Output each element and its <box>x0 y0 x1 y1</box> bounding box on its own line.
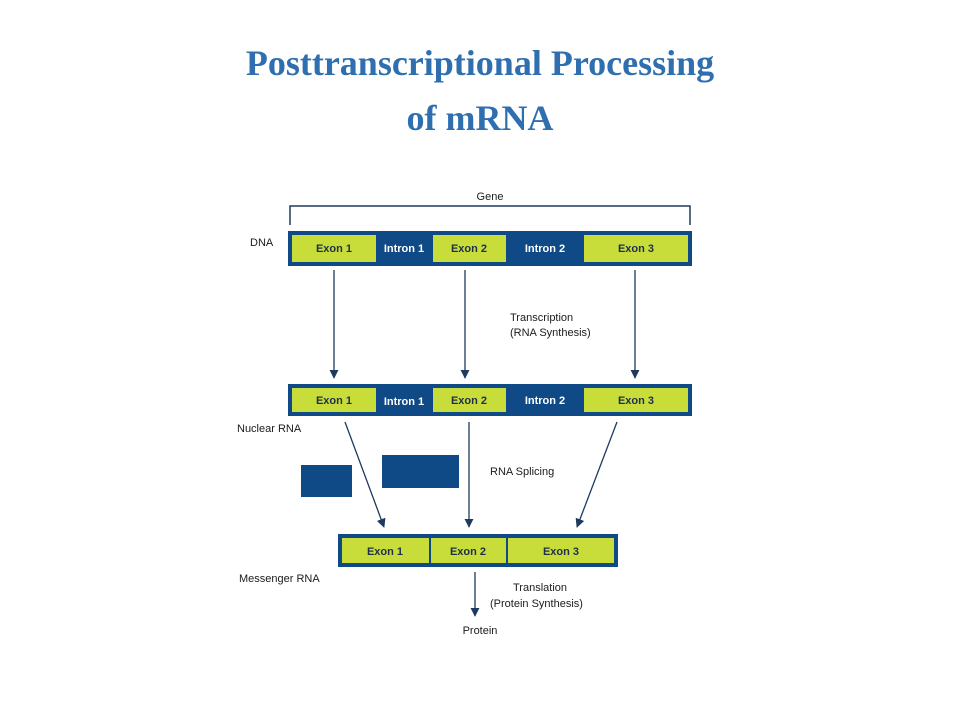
dna-exon-2-label: Exon 2 <box>451 243 487 255</box>
dna-exon-2 <box>433 235 506 262</box>
nuclear-intron-2-label: Intron 2 <box>525 395 565 407</box>
translation-sublabel: (Protein Synthesis) <box>490 598 583 610</box>
dna-exon-3-label: Exon 3 <box>618 243 654 255</box>
splicing-label: RNA Splicing <box>490 466 554 478</box>
dna-intron-2-label: Intron 2 <box>525 243 565 255</box>
protein-label: Protein <box>463 625 498 637</box>
excised-intron-1 <box>301 465 352 497</box>
mrna-exon-1 <box>342 538 429 563</box>
splicing-arrow-1 <box>344 421 386 528</box>
mrna-exon-1-label: Exon 1 <box>367 546 403 558</box>
gene-bracket <box>289 205 691 225</box>
nuclear-intron-1-label: Intron 1 <box>384 396 424 408</box>
mrna-exon-2 <box>431 538 506 563</box>
nuclear-exon-2 <box>433 388 506 412</box>
nuclear-exon-1 <box>292 388 376 412</box>
mrna-strand: Exon 1 Exon 2 Exon 3 <box>338 534 618 567</box>
slide-title-line-1: Posttranscriptional Processing <box>245 43 715 83</box>
dna-intron-1-label: Intron 1 <box>384 243 424 255</box>
mrna-exon-3-label: Exon 3 <box>543 546 579 558</box>
mrna-exon-2-label: Exon 2 <box>450 546 486 558</box>
nuclear-rna-strand: Exon 1 Intron 1 Exon 2 Intron 2 Exon 3 <box>288 384 692 416</box>
excised-intron-2 <box>382 455 459 488</box>
nuclear-rna-label: Nuclear RNA <box>237 423 302 435</box>
translation-label: Translation <box>513 582 567 594</box>
dna-exon-1 <box>292 235 376 262</box>
nuclear-exon-1-label: Exon 1 <box>316 395 352 407</box>
transcription-label: Transcription <box>510 312 573 324</box>
nuclear-exon-2-label: Exon 2 <box>451 395 487 407</box>
messenger-rna-label: Messenger RNA <box>239 573 320 585</box>
dna-strand: Exon 1 Intron 1 Exon 2 Intron 2 Exon 3 <box>288 231 692 266</box>
mrna-exon-3 <box>508 538 614 563</box>
dna-exon-1-label: Exon 1 <box>316 243 352 255</box>
nuclear-exon-3-label: Exon 3 <box>618 395 654 407</box>
slide-title-line-2: of mRNA <box>406 98 554 138</box>
gene-label: Gene <box>477 191 504 203</box>
transcription-sublabel: (RNA Synthesis) <box>510 327 591 339</box>
dna-exon-3 <box>584 235 688 262</box>
nuclear-exon-3 <box>584 388 688 412</box>
dna-label: DNA <box>250 237 274 249</box>
splicing-arrow-3 <box>575 421 618 528</box>
